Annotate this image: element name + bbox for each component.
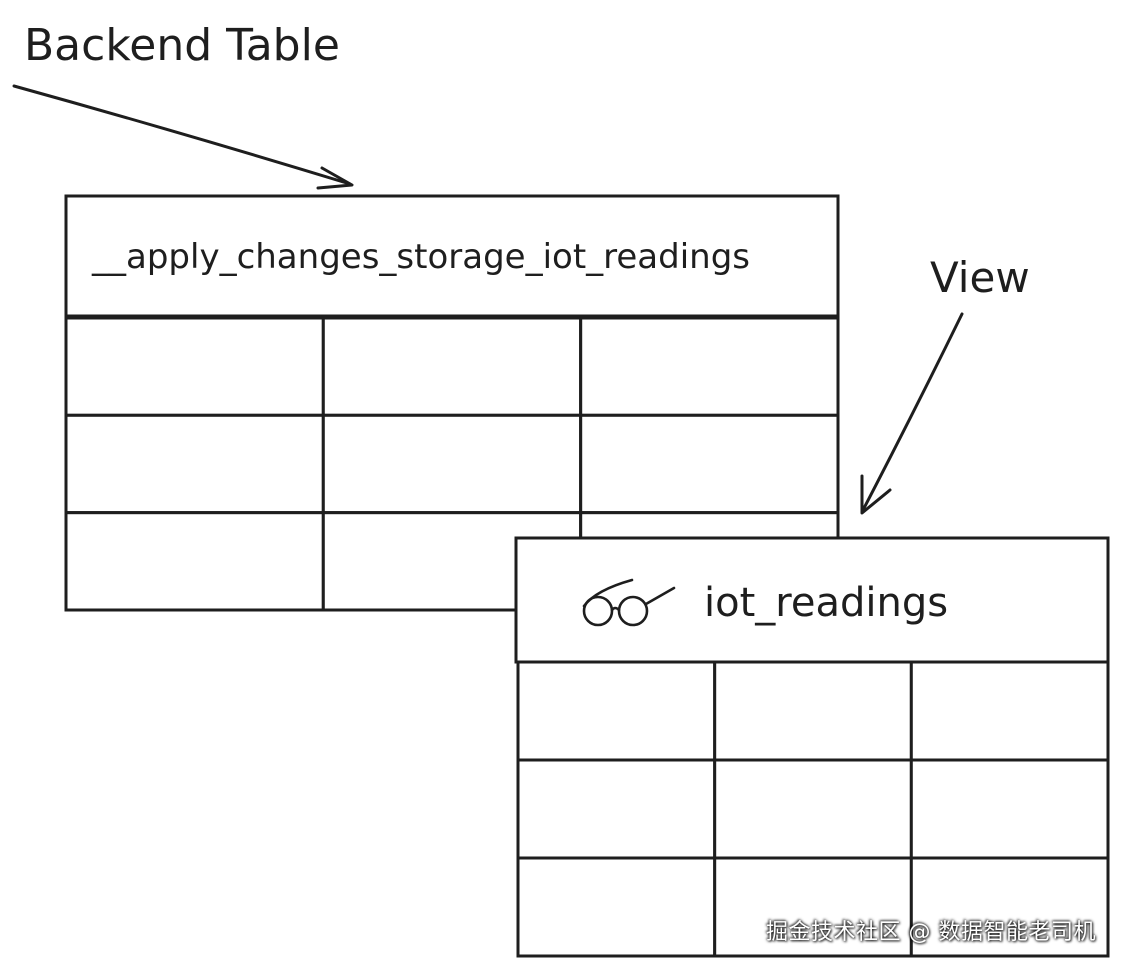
view-table-name: iot_readings	[704, 580, 948, 626]
backend-table-cell	[64, 413, 325, 515]
view-table-cell	[713, 758, 913, 860]
view-table-cell	[516, 856, 717, 958]
view-table-cell	[516, 758, 717, 860]
backend-table-cell	[64, 511, 325, 612]
watermark-text: 掘金技术社区 @ 数据智能老司机	[766, 920, 1096, 945]
backend-table-cell	[579, 316, 840, 417]
view-table-cell	[909, 660, 1110, 762]
view-table: iot_readings	[514, 536, 1110, 958]
view-table-cell	[909, 856, 1110, 958]
view-table-cell	[713, 856, 913, 958]
backend-table-cell	[321, 316, 583, 417]
view-label: View	[930, 253, 1030, 302]
backend-table-cell	[579, 413, 840, 515]
backend-arrow	[12, 84, 354, 190]
view-table-cell	[713, 660, 913, 762]
view-arrow	[860, 312, 964, 515]
backend-table-label: Backend Table	[24, 20, 340, 71]
glasses-icon	[582, 578, 676, 627]
backend-table-cell	[321, 413, 583, 515]
view-table-cell	[909, 758, 1110, 860]
view-table-cell	[516, 660, 717, 762]
backend-table-cell	[64, 316, 325, 417]
view-table-grid	[516, 660, 1110, 958]
backend-table-header	[64, 194, 840, 318]
backend-table-name: __apply_changes_storage_iot_readings	[91, 237, 750, 277]
